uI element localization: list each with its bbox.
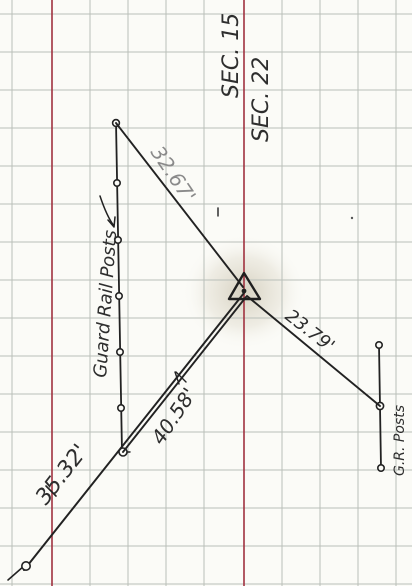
triangle-marker-icon xyxy=(227,271,262,301)
tie-line-right xyxy=(246,295,381,407)
lower-left-point xyxy=(20,560,31,571)
label-section-15: SEC. 15 xyxy=(219,13,244,98)
tie-line-lower-left xyxy=(23,292,245,571)
tie-lines xyxy=(7,122,381,581)
label-section-22: SEC. 22 xyxy=(249,57,274,142)
arrow-icon xyxy=(99,195,116,228)
distance-lower-left: 35.32' xyxy=(31,440,93,510)
pencil-dot xyxy=(350,216,354,220)
tie-line-middle xyxy=(122,296,247,453)
label-gr-posts: G.R. Posts xyxy=(392,405,408,476)
tie-line-upper xyxy=(115,122,244,288)
distance-middle: 40.58' xyxy=(146,383,201,448)
